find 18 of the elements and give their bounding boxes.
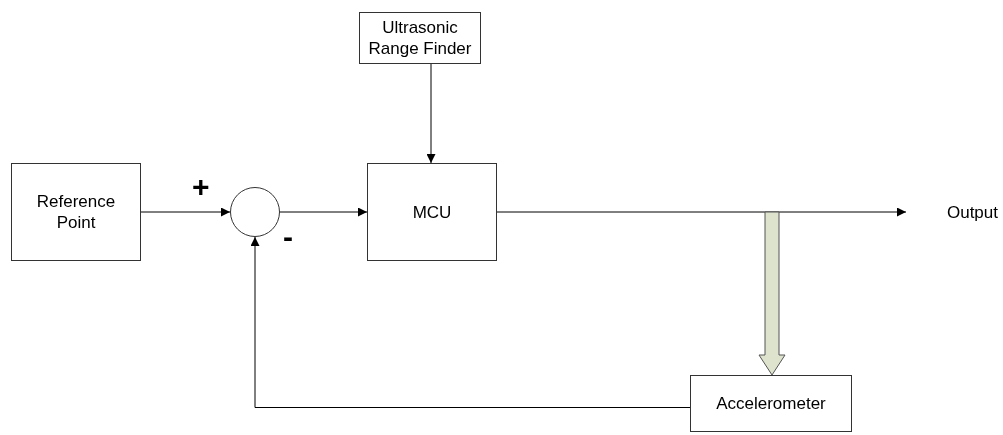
node-text: MCU xyxy=(412,201,452,223)
process-box xyxy=(11,163,141,261)
process-box xyxy=(690,375,852,432)
minus-sign: - xyxy=(283,222,293,252)
process-box xyxy=(367,163,497,261)
node-text: Ultrasonic Range Finder xyxy=(367,17,473,59)
arrow xyxy=(496,207,907,217)
plus-sign: + xyxy=(192,172,210,202)
block-arrow xyxy=(758,211,786,376)
output-label: Output xyxy=(946,201,998,223)
node-text: Reference Point xyxy=(35,191,117,233)
node-text: Accelerometer xyxy=(716,393,826,414)
arrow xyxy=(279,207,368,217)
arrow xyxy=(140,207,231,217)
process-box xyxy=(359,12,481,64)
arrow xyxy=(250,236,691,408)
arrow xyxy=(426,63,436,164)
summing-junction-circle xyxy=(230,187,280,237)
